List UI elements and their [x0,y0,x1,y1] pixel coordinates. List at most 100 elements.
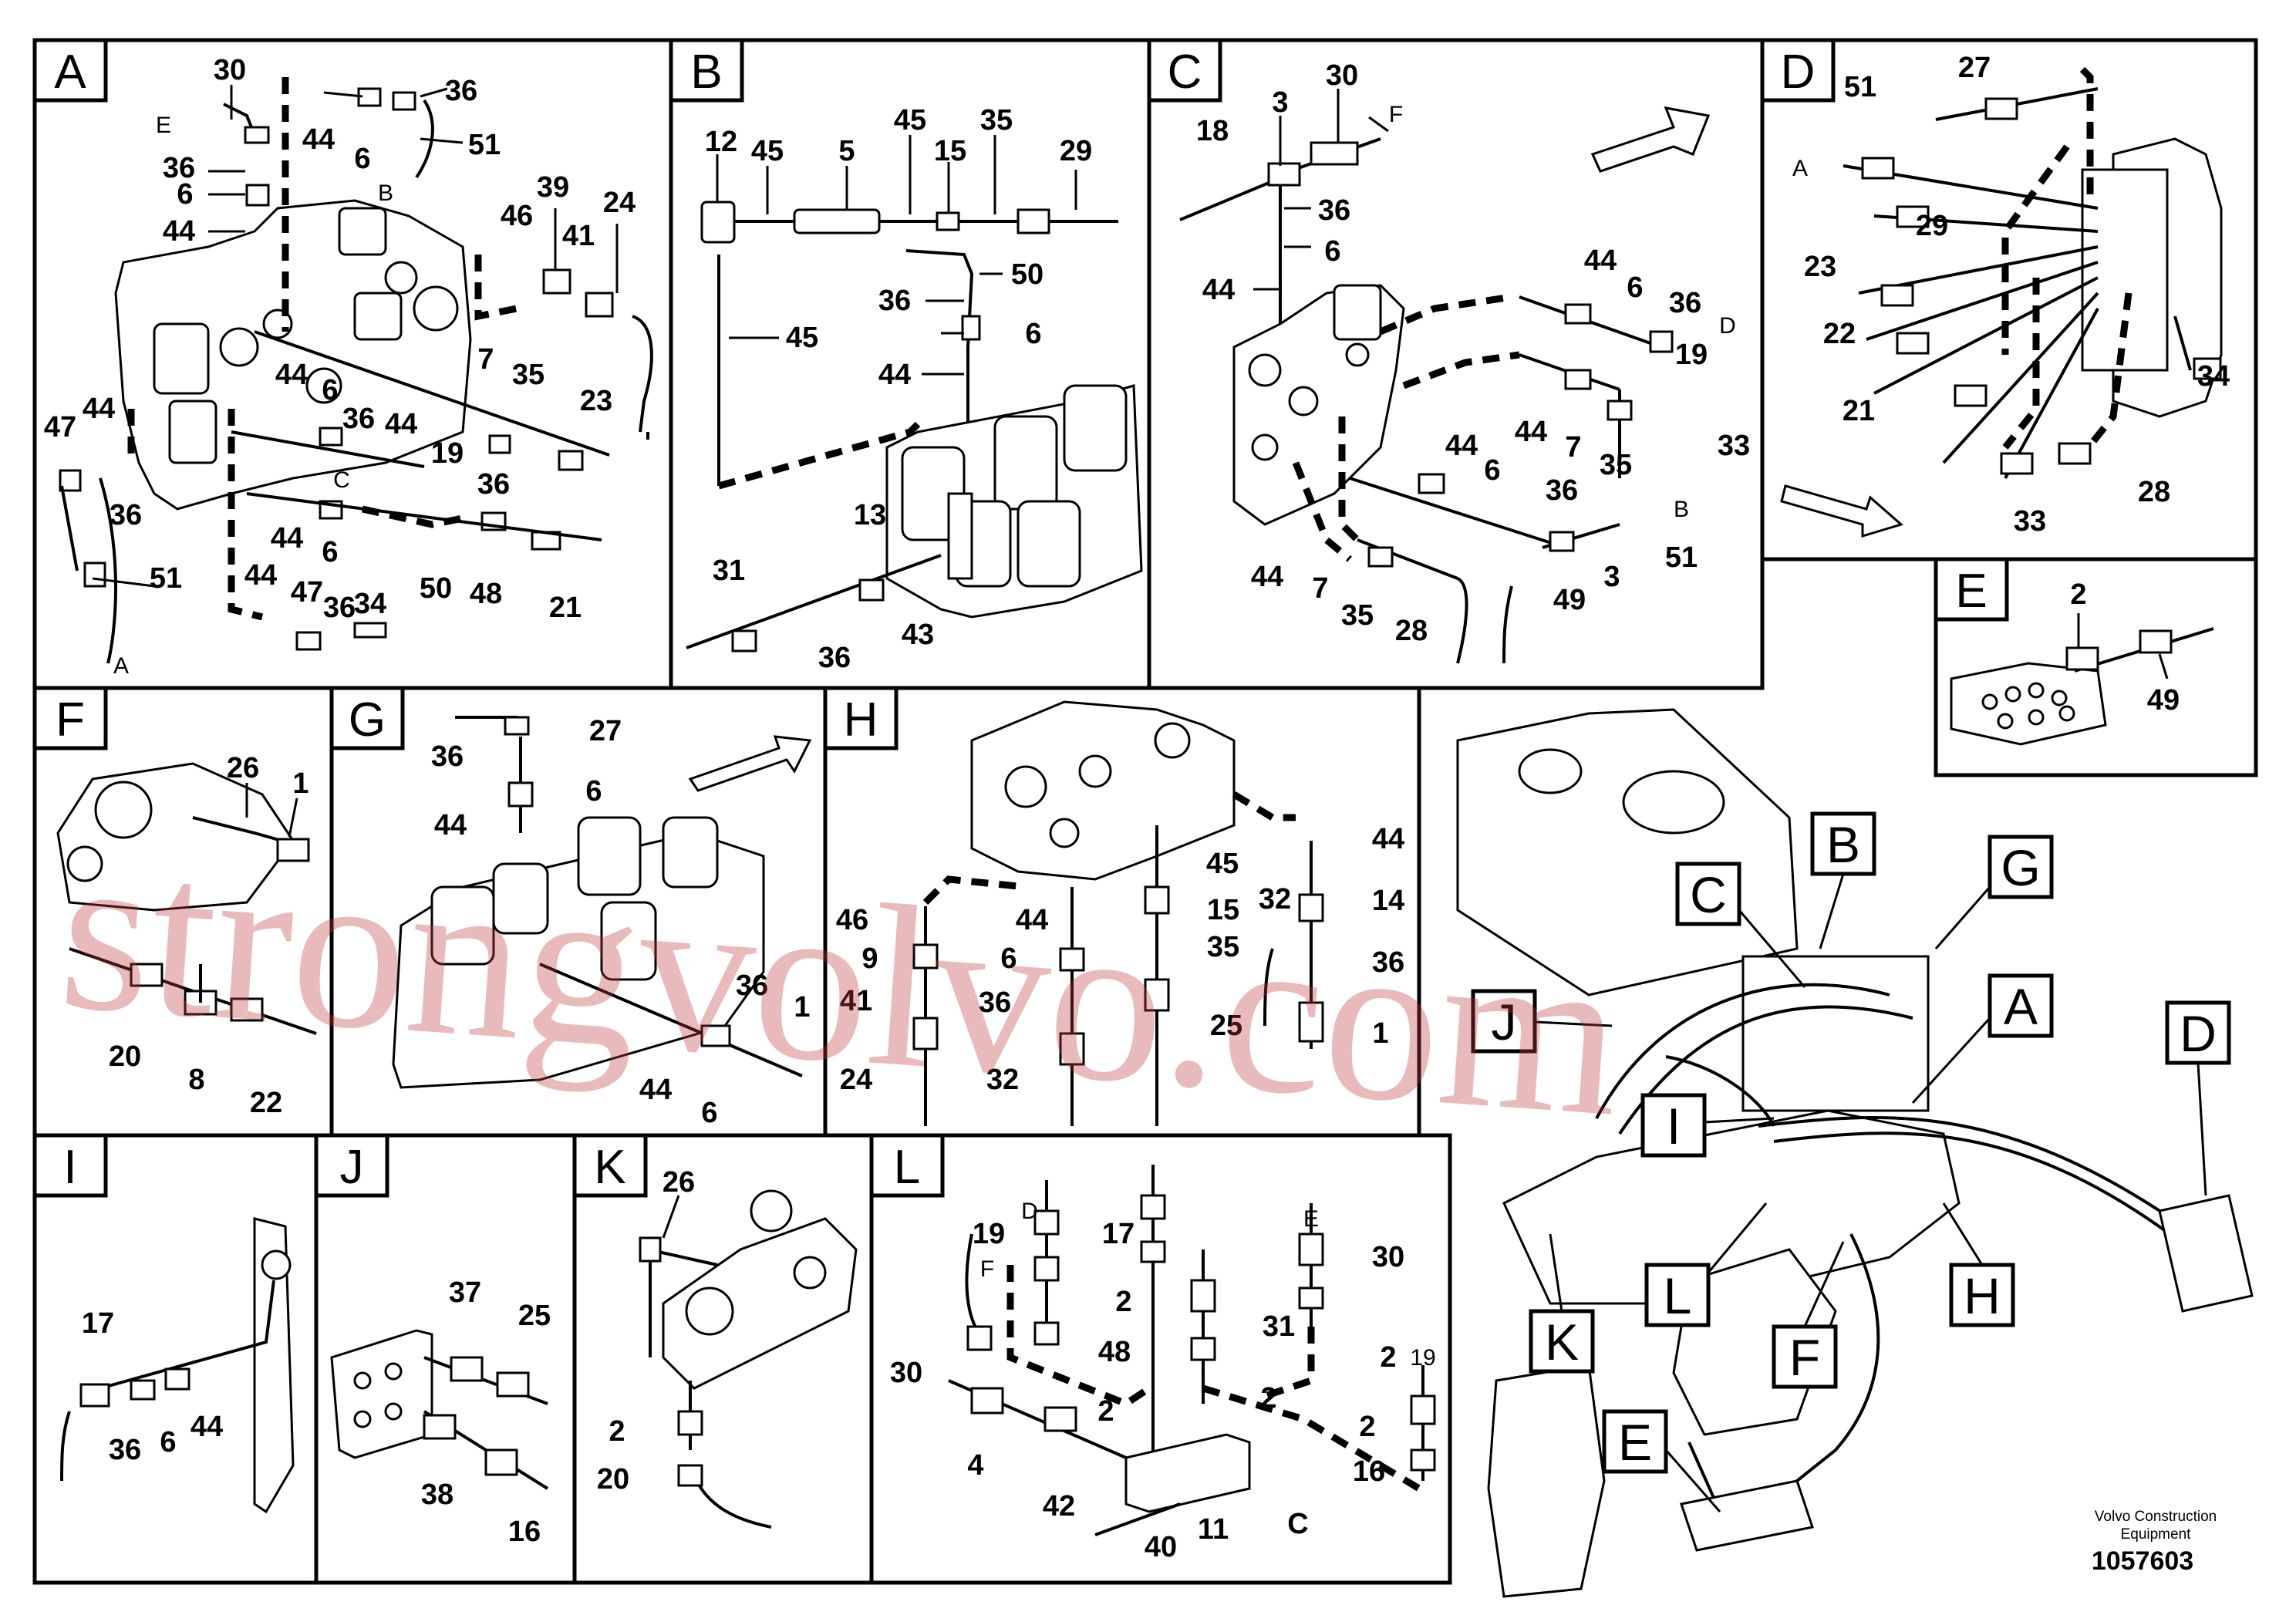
callout-number: 51 [468,129,501,161]
callout-number: 26 [227,752,259,784]
panel-h: H 44 45 32 14 46 44 15 35 9 6 36 41 36 2… [823,686,1421,1138]
callout-number: 6 [1324,235,1340,268]
callout-number: 28 [2138,476,2170,508]
callout-number: 46 [501,200,533,232]
drawing-number: 1057603 [2092,1546,2193,1576]
callout-number: 36 [342,403,375,435]
panel-k-letter: K [594,1141,625,1194]
callout-number: 35 [512,359,544,391]
callout-number: 44 [271,522,303,555]
callout-number: 34 [2197,360,2230,393]
callout-number: 6 [177,178,193,211]
connector-letter: D [1021,1199,1038,1224]
callout-number: 44 [1515,416,1547,448]
panel-d-letter: D [1781,46,1816,99]
callout-number: 7 [1312,572,1328,605]
callout-number: 39 [537,171,569,204]
panel-f-letter: F [56,693,85,747]
callout-number: 9 [861,943,878,975]
callout-number: 44 [434,809,467,841]
connector-letter: A [1792,156,1808,181]
callout-number: 19 [973,1218,1005,1250]
callout-number: 31 [713,555,745,587]
callout-letter: L [1664,1267,1692,1324]
callout-number: 35 [1600,449,1632,481]
callout-number: 44 [1584,244,1617,277]
callout-number: 46 [836,904,868,936]
callout-number: 36 [1546,474,1578,507]
connector-letter: F [980,1256,994,1282]
connector-letter: 19 [1410,1345,1435,1371]
callout-number: 44 [163,215,195,248]
connector-letter: E [156,113,171,138]
callout-number: 22 [1823,318,1856,350]
panel-k: K 26 2 20 [572,1133,874,1585]
callout-number: 20 [597,1463,629,1496]
connector-letter: F [1389,102,1403,127]
callout-number: 6 [160,1426,176,1458]
callout-letter: H [1964,1267,2001,1324]
callout-number: 50 [420,572,452,605]
callout-number: 16 [1353,1455,1385,1488]
callout-number: 45 [894,104,926,137]
callout-number: 3 [1603,561,1620,593]
panel-l: L 19 D 17 E 30 F 2 48 31 [869,1133,1452,1585]
callout-number: 44 [190,1411,223,1443]
callout-number: 15 [934,135,966,167]
callout-number: 1 [794,991,810,1023]
panel-e: E 2 49 [1934,557,2258,777]
callout-number: 36 [818,642,851,674]
callout-number: 36 [110,499,142,531]
callout-letter: K [1545,1313,1579,1371]
panel-d: D 51 27 A 29 23 22 21 34 33 [1760,38,2258,561]
callout-number: 49 [2147,684,2180,717]
callout-number: 24 [603,187,636,219]
callout-number: 51 [150,562,182,595]
callout-number: 33 [2014,505,2046,538]
callout-number: 51 [1665,541,1698,574]
callout-number: 44 [1251,561,1283,593]
callout-number: 51 [1844,71,1876,103]
callout-number: 6 [354,143,370,175]
callout-number: 25 [1210,1010,1242,1042]
callout-number: 29 [1060,135,1092,167]
callout-letter: A [2004,978,2038,1035]
callout-number: 29 [1916,210,1948,242]
callout-number: 44 [1445,430,1478,462]
callout-number: 36 [1669,287,1701,319]
callout-number: 36 [477,468,510,501]
connector-letter: B [1674,497,1689,522]
connector-letter: C [333,467,350,493]
callout-number: 6 [701,1097,717,1129]
callout-number: 2 [1260,1382,1276,1415]
callout-number: 31 [1263,1310,1295,1343]
panel-i: I 17 36 6 44 [32,1133,319,1585]
callout-number: 28 [1395,615,1428,647]
panel-a-letter: A [54,46,86,99]
callout-number: 7 [477,343,494,376]
panel-g-letter: G [349,693,386,747]
callout-number: 36 [163,152,195,184]
callout-number: 34 [354,588,386,620]
callout-number: 45 [751,135,784,167]
callout-number: 44 [244,559,277,592]
callout-number: 24 [840,1064,872,1096]
callout-number: 44 [385,408,417,440]
callout-number: 41 [840,985,872,1017]
callout-number: 12 [705,126,737,158]
panel-e-letter: E [1955,565,1987,618]
callout-number: 6 [1025,318,1041,350]
callout-number: 32 [986,1064,1019,1096]
callout-letter: F [1789,1329,1820,1386]
callout-number: 36 [979,986,1011,1019]
callout-number: 2 [1359,1411,1375,1443]
callout-number: 36 [878,285,911,317]
callout-number: 38 [421,1479,453,1511]
publisher-line-1: Volvo Construction [2095,1509,2217,1525]
callout-number: 21 [549,592,582,624]
callout-number: 6 [585,775,602,808]
callout-number: 48 [470,578,502,610]
callout-number: 20 [109,1040,141,1073]
callout-number: 47 [44,411,76,443]
callout-number: 44 [878,359,911,391]
